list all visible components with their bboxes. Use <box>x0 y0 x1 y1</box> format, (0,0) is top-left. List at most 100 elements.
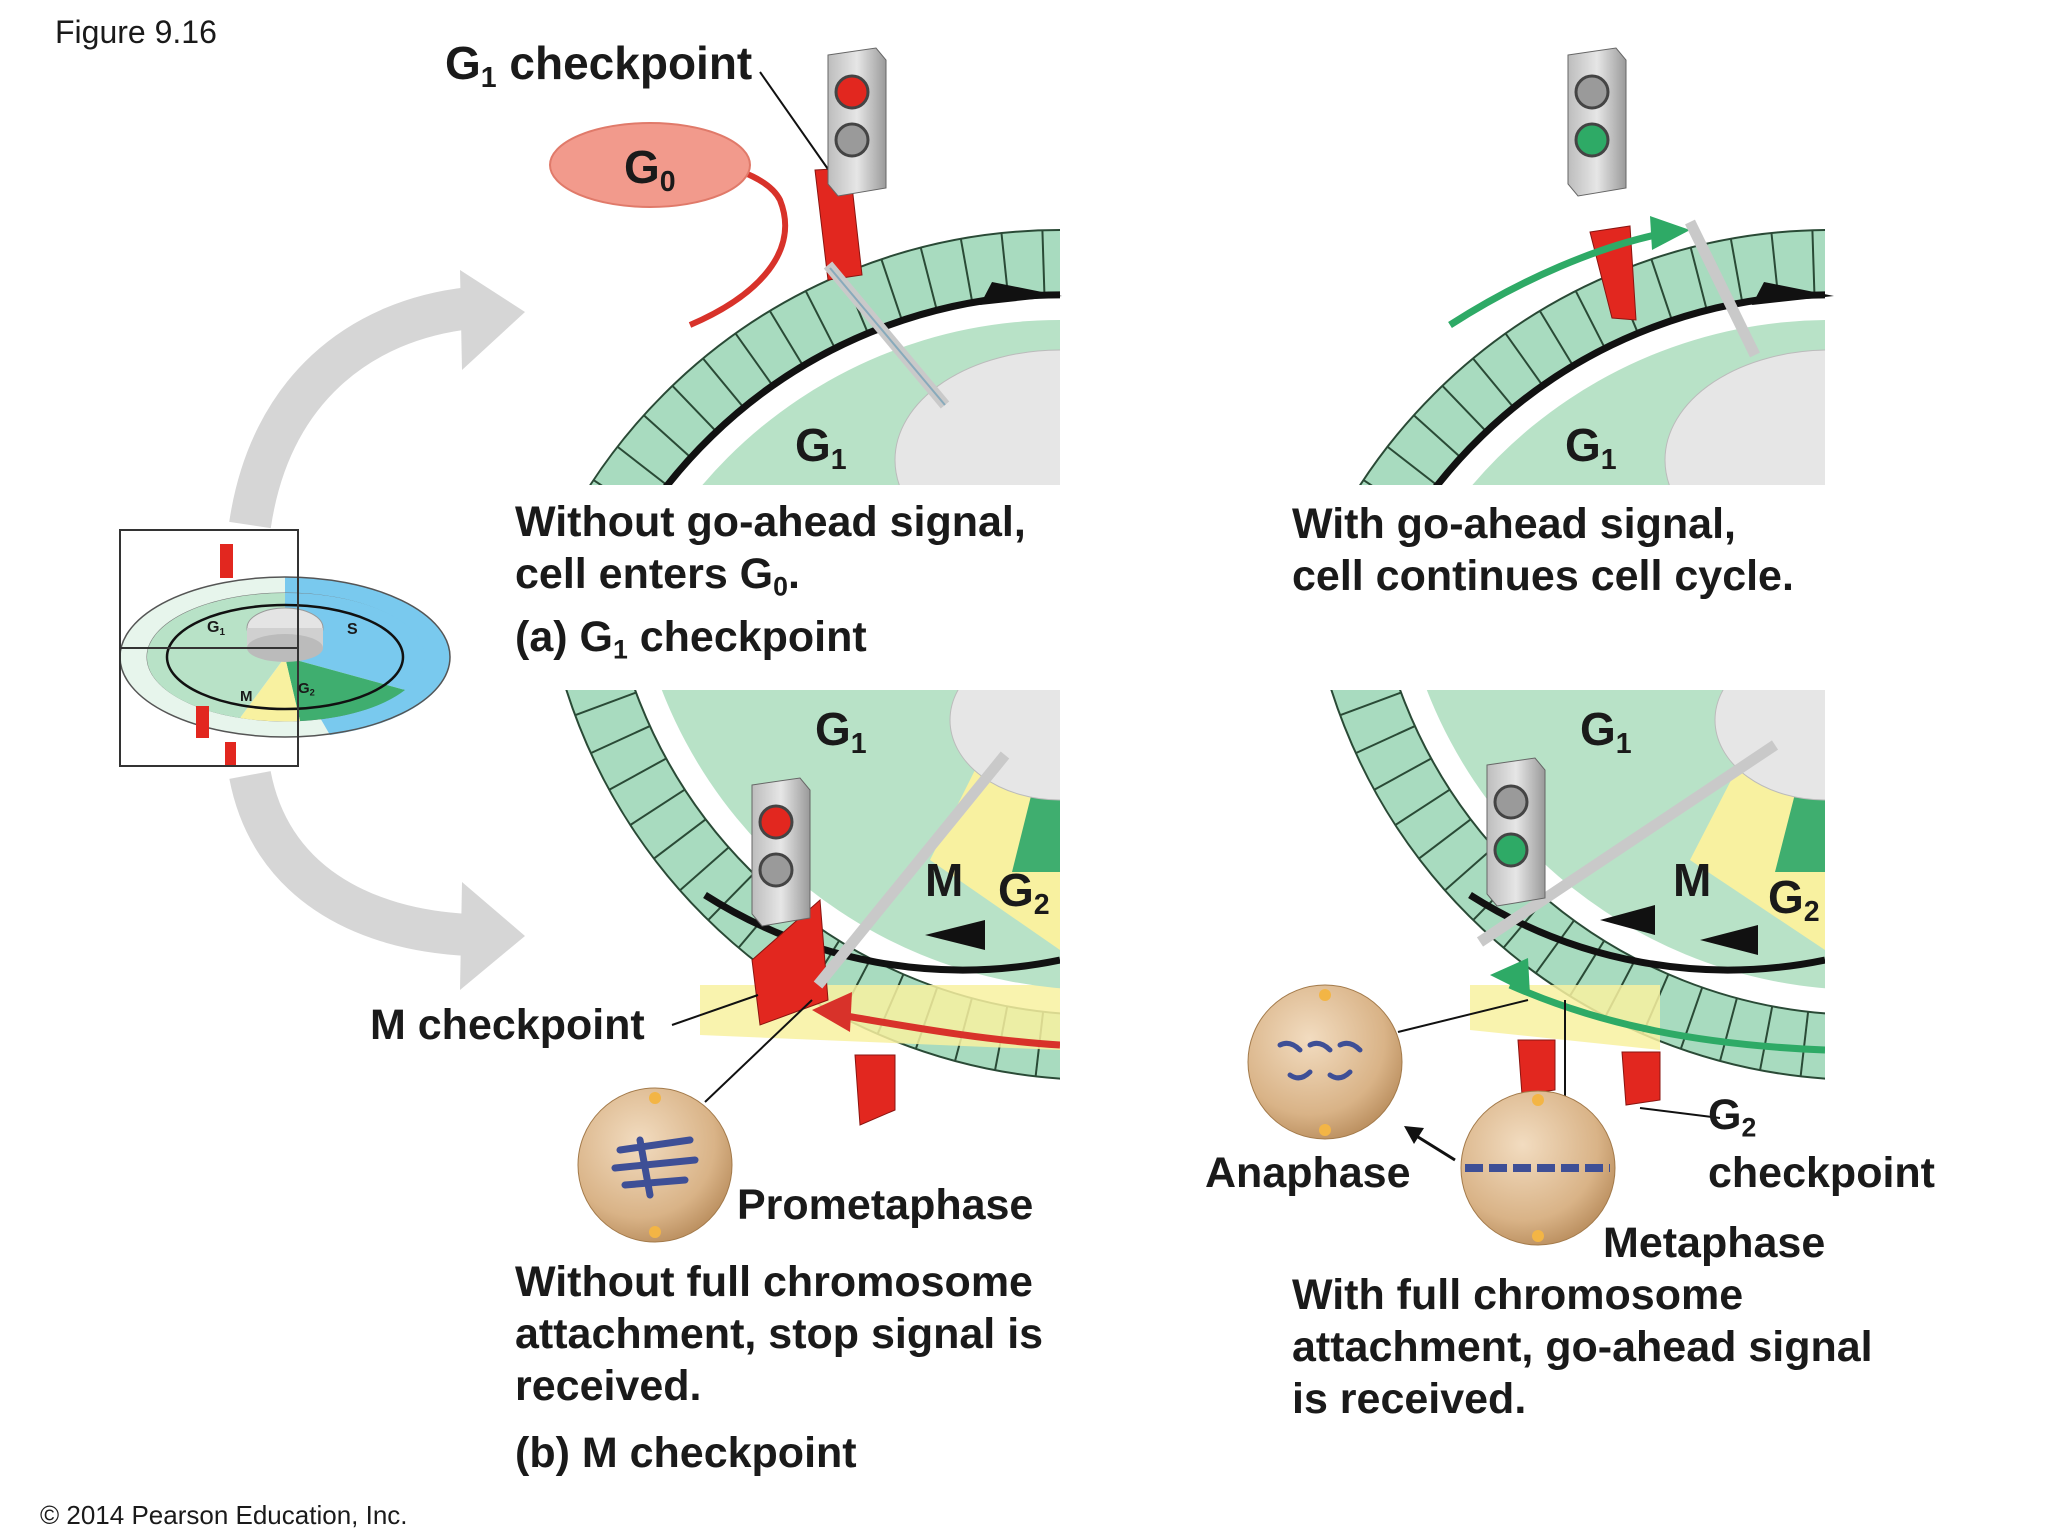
prometaphase-cell <box>577 1087 733 1243</box>
anaphase-cell <box>1247 984 1403 1140</box>
band-tick <box>1355 725 1416 755</box>
band-tick <box>1574 290 1607 350</box>
overview-cycle <box>119 544 451 766</box>
band-tick <box>1759 1006 1774 1071</box>
panel-a-left-caption-2: cell enters G0. <box>515 550 800 602</box>
band-tick <box>671 385 719 434</box>
band-tick <box>1413 414 1463 460</box>
band-tick <box>1416 901 1457 951</box>
panel-b-left-g2-label: G2 <box>998 864 1050 921</box>
band-tick <box>506 708 570 717</box>
panel-b-left-caption-2: attachment, stop signal is <box>515 1310 1044 1358</box>
band-tick <box>1223 261 1244 322</box>
band-tick <box>1851 230 1854 295</box>
band-tick <box>616 445 669 485</box>
band-tick <box>1394 788 1451 826</box>
band-tick <box>1583 628 1646 642</box>
panel-b-left-black-arrow <box>925 920 985 950</box>
band-tick <box>629 788 686 826</box>
band-tick <box>2027 276 2048 336</box>
overview-g2-label: G2 <box>298 680 315 698</box>
overview-s-label: S <box>347 621 358 638</box>
band-tick <box>919 247 938 311</box>
panel-a-right-green-arrow <box>1448 228 1671 328</box>
panel-a-left-g1-label: G1 <box>795 419 847 476</box>
panel-b-right-caption-1: With full chromosome <box>1292 1271 1744 1319</box>
band-tick <box>880 258 904 322</box>
band-tick <box>1504 332 1545 388</box>
band-tick <box>1993 261 2014 322</box>
band-tick <box>1953 1007 1965 1071</box>
band-tick <box>1356 943 1390 999</box>
panel-a-right-cycle-arrow <box>1752 282 1834 305</box>
band-tick <box>2023 989 2044 1051</box>
band-tick <box>1081 230 1084 295</box>
overview-m-label: M <box>240 688 253 705</box>
panel-a-right-caption-1: With go-ahead signal, <box>1292 500 1736 548</box>
traffic-light-red-icon <box>751 777 811 927</box>
band-tick <box>1535 634 1597 652</box>
panel-b-right-black-arrow-1 <box>1600 905 1655 935</box>
band-tick <box>1041 230 1046 296</box>
band-tick <box>1276 708 1340 717</box>
band-tick <box>1799 1011 1810 1077</box>
band-tick <box>513 668 576 682</box>
metaphase-cell <box>1460 1090 1616 1246</box>
part-a-label: (a) G1 checkpoint <box>515 613 867 665</box>
band-tick <box>1257 276 1283 336</box>
band-tick <box>1811 230 1816 296</box>
g0-label: G0 <box>624 141 676 198</box>
gray-arrow-down <box>229 770 525 990</box>
band-tick <box>1418 818 1472 860</box>
anaphase-leader <box>1397 999 1529 1033</box>
band-tick <box>702 357 746 410</box>
band-tick <box>1544 674 1608 688</box>
band-tick <box>1887 234 1894 299</box>
band-tick <box>1351 337 1389 390</box>
band-tick <box>1958 249 1975 312</box>
metaphase-label: Metaphase <box>1603 1219 1826 1267</box>
band-tick <box>959 238 974 304</box>
panel-b-right-rod <box>1476 740 1779 947</box>
band-tick <box>1881 1015 1883 1080</box>
band-tick <box>1188 249 1205 312</box>
band-tick <box>1689 247 1708 311</box>
overview-box-bottom <box>119 647 299 767</box>
band-tick <box>502 749 567 754</box>
band-tick <box>1923 240 1935 304</box>
band-tick <box>1272 749 1337 754</box>
panel-b-right-caption-3: is received. <box>1292 1375 1527 1423</box>
band-tick <box>1317 623 1381 637</box>
traffic-light-green-icon <box>1567 47 1627 197</box>
panel-b-right-black-arrow-2 <box>1700 925 1758 955</box>
band-tick <box>1842 1015 1845 1080</box>
band-tick <box>1294 628 1356 647</box>
panel-a-left-cycle-arrow <box>980 282 1062 305</box>
band-tick <box>734 332 775 388</box>
band-tick <box>769 310 805 368</box>
panel-b-left-rod <box>813 751 1010 989</box>
panel-a-right-wheel <box>1272 229 2048 754</box>
band-tick <box>1988 999 2004 1062</box>
panel-b-left-m-label: M <box>925 854 964 906</box>
band-tick <box>1116 1015 1118 1080</box>
band-tick <box>1373 757 1432 791</box>
band-tick <box>1386 445 1439 485</box>
band-tick <box>1327 658 1389 676</box>
band-tick <box>1719 997 1738 1062</box>
band-tick <box>1077 1015 1080 1080</box>
g2-checkpoint-label-word: checkpoint <box>1708 1149 1935 1197</box>
part-b-label: (b) M checkpoint <box>515 1429 857 1477</box>
figure-label: Figure 9.16 <box>55 14 217 50</box>
band-tick <box>1339 691 1402 717</box>
band-tick <box>1535 919 1575 974</box>
g0-ellipse <box>549 122 751 208</box>
band-tick <box>608 757 667 791</box>
prometaphase-leader <box>704 999 813 1103</box>
g2-checkpoint-leader <box>1639 1107 1721 1119</box>
panel-b-right-m-label: M <box>1673 854 1712 906</box>
band-tick <box>1539 310 1575 368</box>
band-tick <box>1152 1012 1159 1077</box>
band-tick <box>679 846 730 892</box>
